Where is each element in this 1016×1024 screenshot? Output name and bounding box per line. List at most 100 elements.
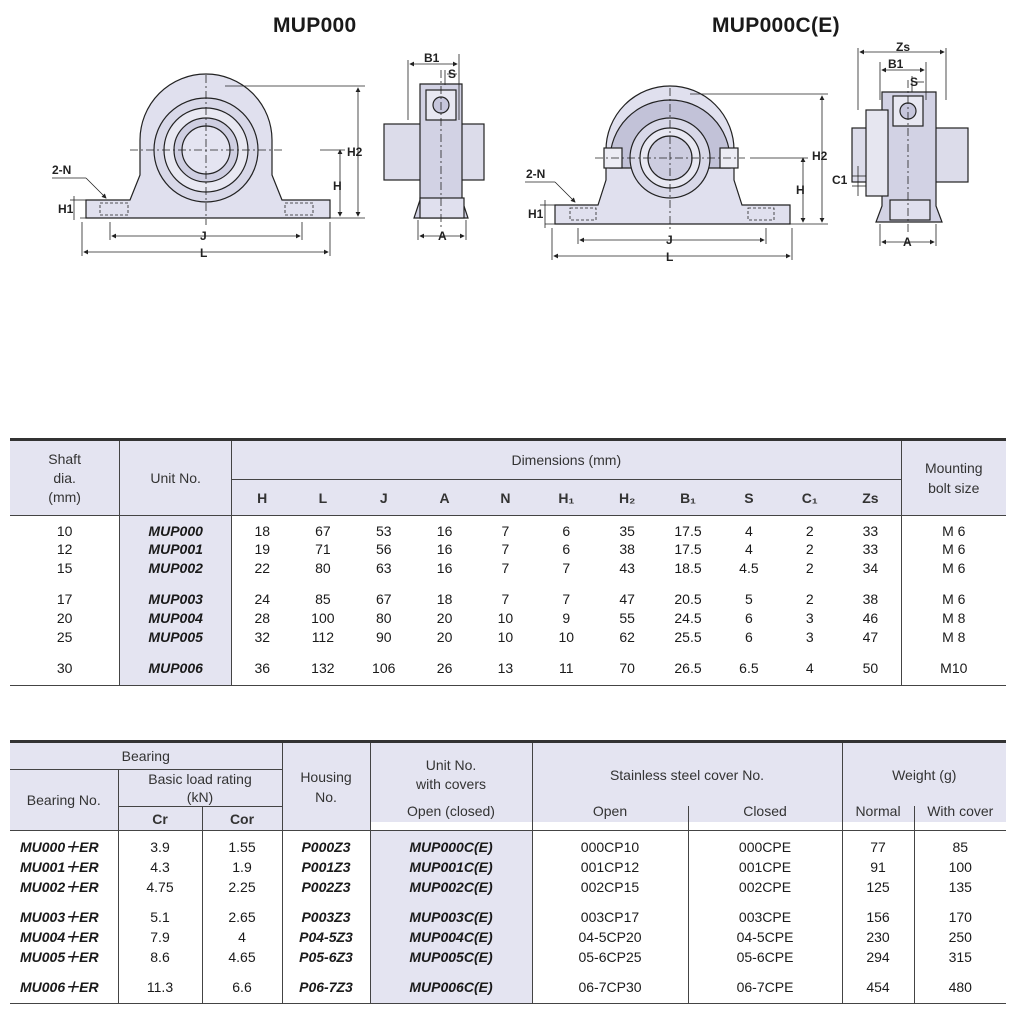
dim-value: 67	[315, 522, 331, 539]
weight-normal: 454	[841, 977, 914, 997]
cor-value: 4.65	[201, 947, 282, 967]
dim-value: 50	[862, 660, 879, 676]
label-c1: C1	[832, 173, 848, 187]
dim-col-header: H₂	[596, 479, 658, 516]
weight-with-cover: 100	[913, 857, 1006, 877]
basic-load-rating-header: Basic load rating(kN)	[117, 769, 282, 807]
title-mup000: MUP000	[273, 14, 357, 37]
dim-value: 26	[436, 660, 453, 676]
dim-value: 4	[745, 522, 753, 539]
dim-value: 33	[862, 541, 879, 557]
bearing-header: Bearing	[10, 741, 282, 770]
dim-value: 56	[375, 541, 392, 557]
dim-value: 11	[559, 660, 574, 676]
dim-value: 17.5	[674, 541, 702, 557]
dim-value: 85	[315, 591, 331, 607]
cover-closed-header: Closed	[687, 798, 842, 823]
dim-value: 6	[745, 610, 753, 626]
label-h1-ce: H1	[528, 207, 544, 221]
dim-value: 13	[497, 660, 514, 676]
label-2n: 2-N	[52, 163, 71, 177]
dim-col-header: S	[718, 479, 780, 516]
dim-col-header: A	[414, 479, 476, 516]
dim-value: 33	[862, 522, 879, 539]
weight-normal-header: Normal	[841, 798, 914, 823]
cover-closed-no: 05-6CPE	[687, 947, 842, 967]
dim-value: 17.5	[674, 522, 702, 539]
dim-value: 7	[501, 522, 510, 539]
mup000-side-view	[383, 70, 485, 230]
cr-value: 3.9	[117, 830, 202, 857]
label-l: L	[200, 246, 207, 260]
dim-value: 20	[436, 610, 453, 626]
dim-value: 18.5	[674, 560, 702, 576]
cor-header: Cor	[201, 806, 282, 831]
unit-no: MUP004	[119, 608, 232, 628]
mup000-front-view	[85, 73, 331, 225]
bearing-no: MU003＋ER	[20, 909, 99, 925]
shaft-dia: 10	[56, 522, 73, 539]
housing-no: P06-7Z3	[281, 977, 370, 997]
bearing-no: MU002＋ER	[20, 879, 99, 895]
shaft-dia: 30	[56, 660, 73, 676]
cor-value: 1.9	[201, 857, 282, 877]
label-s-ce: S	[910, 75, 918, 89]
dimensions-header: Dimensions (mm)	[231, 439, 902, 480]
dim-value: 90	[375, 629, 392, 645]
dim-value: 7	[501, 591, 510, 607]
bolt-size: M 8	[900, 608, 1006, 628]
unit-with-covers: MUP003C(E)	[369, 907, 532, 927]
dim-value: 7	[562, 591, 571, 607]
dim-col-header: J	[353, 479, 415, 516]
weight-with-cover-header: With cover	[913, 798, 1006, 823]
weight-normal: 77	[841, 830, 914, 857]
dim-value: 22	[231, 558, 293, 578]
unit-with-covers: MUP001C(E)	[369, 857, 532, 877]
dim-value: 46	[862, 610, 879, 626]
label-zs: Zs	[896, 40, 910, 54]
dim-value: 71	[315, 541, 331, 557]
dim-value: 18	[436, 591, 453, 607]
dim-value: 63	[375, 560, 392, 576]
bearing-no: MU005＋ER	[20, 949, 99, 965]
dim-value: 35	[619, 522, 635, 539]
weight-with-cover: 250	[913, 927, 1006, 947]
dim-col-header: Zs	[840, 479, 902, 516]
unit-no: MUP002	[119, 558, 232, 578]
dim-value: 25.5	[674, 629, 702, 645]
unit-no: MUP001	[119, 539, 232, 559]
bearing-no: MU004＋ER	[20, 929, 99, 945]
dim-value: 16	[436, 560, 453, 576]
cr-value: 5.1	[117, 907, 202, 927]
unit-no: MUP006	[119, 658, 232, 678]
dim-value: 26.5	[674, 660, 702, 676]
weight-normal: 156	[841, 907, 914, 927]
dim-value: 7	[501, 541, 510, 557]
dim-value: 4	[745, 541, 753, 557]
dim-value: 43	[619, 560, 635, 576]
cover-open-no: 002CP15	[531, 877, 688, 897]
bolt-size: M 6	[900, 589, 1006, 609]
bearing-no: MU000＋ER	[20, 839, 99, 855]
unit-with-covers: MUP000C(E)	[369, 830, 532, 857]
bearing-no-header: Bearing No.	[10, 769, 118, 831]
shaft-dia: 20	[56, 610, 73, 626]
unit-no: MUP005	[119, 627, 232, 647]
cr-value: 8.6	[117, 947, 202, 967]
weight-with-cover: 315	[913, 947, 1006, 967]
weight-normal: 125	[841, 877, 914, 897]
unit-with-covers: MUP005C(E)	[369, 947, 532, 967]
